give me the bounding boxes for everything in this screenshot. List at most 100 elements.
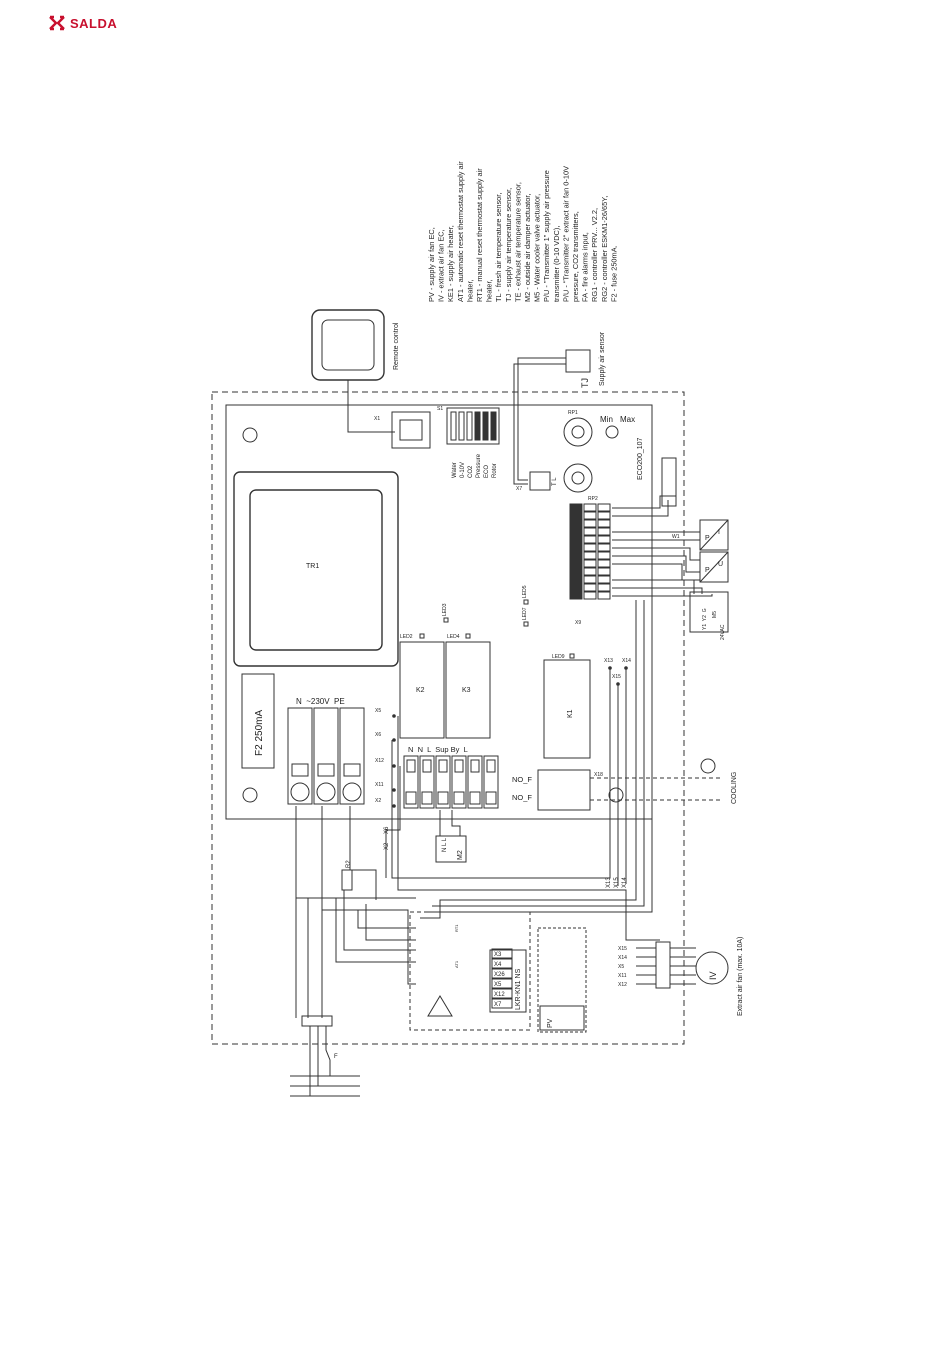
legend-line: transmitter (0-10 VDC),	[552, 226, 561, 302]
relay-k1	[543, 659, 591, 759]
iv-terminal-label: X11	[618, 973, 627, 979]
legend-line: P/U - "Transmitter 1" supply air pressur…	[542, 170, 551, 302]
legend-line: TL - fresh air temperature sensor,	[494, 193, 503, 302]
extract-fan-motor	[695, 951, 729, 985]
led9-indicator	[569, 653, 575, 659]
rp2-label: RP2	[588, 496, 598, 502]
lkr-terminal-label: X7	[494, 1002, 502, 1008]
rp2-potentiometer[interactable]	[563, 463, 593, 493]
signal-terminal	[403, 755, 419, 809]
transmitter-divider	[699, 551, 729, 583]
x9-label: X9	[575, 620, 581, 626]
pv-label: PV	[547, 1018, 554, 1028]
signal-terminal-slot	[469, 791, 481, 805]
supply-air-sensor-label: Supply air sensor	[599, 331, 606, 386]
x9-terminal	[569, 535, 583, 544]
terminal-lever	[291, 763, 309, 777]
signal-terminal-lever	[486, 759, 496, 773]
led2-label: LED2	[400, 634, 413, 640]
extract-fan-label: Extract air fan (max. 10A)	[737, 937, 744, 1016]
legend-line: RG2 - controller ESKM1-26/65Y,	[600, 196, 609, 302]
dip-switch-levers	[450, 411, 497, 441]
x7-connector	[529, 471, 551, 491]
lkr-terminal-label: X12	[494, 992, 505, 998]
led3-indicator	[443, 617, 449, 623]
m2-wire	[451, 810, 461, 836]
transformer-tr1-inner	[249, 489, 383, 651]
legend-line: AT1 - automatic reset thermostat supply …	[456, 161, 465, 302]
rp1-potentiometer[interactable]	[563, 417, 593, 447]
signal-terminal	[451, 755, 467, 809]
m2-pins: N L L	[442, 837, 448, 852]
signal-terminal	[483, 755, 499, 809]
x9-wiring	[612, 495, 713, 597]
legend-line: M2 - outside air damper actuator,	[523, 194, 532, 302]
junction-dot	[392, 804, 396, 808]
x1-connector	[391, 411, 431, 449]
x9-terminal	[569, 543, 583, 552]
relay-k3	[445, 641, 491, 739]
controller-board	[225, 404, 653, 820]
signal-terminal-lever	[406, 759, 416, 773]
x2-lower-label: X2	[384, 842, 390, 850]
no-f-label-2: NO_F	[512, 793, 532, 802]
lkr-terminal-label: X4	[494, 962, 502, 968]
iv-connector	[655, 941, 671, 989]
terminal-lever	[343, 763, 361, 777]
lkr-terminal-box	[491, 988, 513, 999]
iv-label: IV	[708, 971, 718, 980]
x11-label: X11	[375, 782, 384, 788]
tj-cable	[513, 363, 566, 485]
x9-terminal	[569, 567, 583, 576]
valve-pins: Y1 Y2 G	[702, 608, 708, 630]
junction-dot	[392, 764, 396, 768]
transmitter-divider	[699, 519, 729, 551]
iv-terminal-label: X15	[618, 946, 627, 952]
k3-label: K3	[462, 687, 471, 694]
led4-indicator	[465, 633, 471, 639]
led7-label: LED7	[522, 607, 528, 620]
dip-option-label: CO2	[468, 465, 474, 478]
cooling-pump-icon	[700, 758, 716, 774]
f-label: F	[334, 1054, 338, 1060]
remote-cable	[347, 380, 395, 433]
power-terminal	[313, 707, 339, 805]
legend-line: F2 - fuse 250mA.	[609, 245, 618, 302]
mount-hole	[242, 787, 258, 803]
transmitter-1-p: P	[705, 535, 710, 542]
lkr-module	[489, 949, 527, 1013]
transmitter-2-u: U	[718, 561, 723, 568]
signal-terminal-lever	[438, 759, 448, 773]
lkr-label: LKR-KN1 NS	[515, 968, 522, 1010]
pressure-transmitter-2	[699, 551, 729, 583]
cooling-label: COOLING	[731, 772, 738, 804]
heater-controller-box	[409, 911, 531, 1031]
terminal-screw	[342, 782, 362, 802]
lkr-terminal-box	[491, 958, 513, 969]
x14-label: X14	[622, 658, 631, 664]
lkr-terminal-label: X26	[494, 972, 505, 978]
x9-terminal	[569, 559, 583, 568]
iv-terminal-label: X5	[618, 964, 624, 970]
x5-label: X5	[375, 708, 381, 714]
s1-dip-switch	[446, 407, 500, 445]
k1-label: K1	[567, 709, 574, 718]
dip-option-label: ECO	[484, 465, 490, 478]
signal-terminal-slot	[421, 791, 433, 805]
legend-line: M5 - Water cooler valve actuator,	[533, 194, 542, 302]
dip-option-label: 0-10V	[460, 462, 466, 478]
w1-label: W1	[672, 534, 680, 540]
x9-terminal-slot	[597, 575, 611, 584]
x9-terminal-slot	[583, 567, 597, 576]
rotate-arrow-icon	[605, 425, 619, 439]
x14-lower-label: X14	[622, 877, 628, 888]
rt1-label: RT1	[454, 924, 459, 932]
rp2-knob	[571, 471, 585, 485]
x9-terminal	[569, 511, 583, 520]
mains-supply	[290, 898, 360, 1097]
led7-indicator	[523, 621, 529, 627]
signal-terminal-lever	[470, 759, 480, 773]
x9-terminal-slot	[597, 559, 611, 568]
signal-terminal-block	[403, 755, 499, 809]
